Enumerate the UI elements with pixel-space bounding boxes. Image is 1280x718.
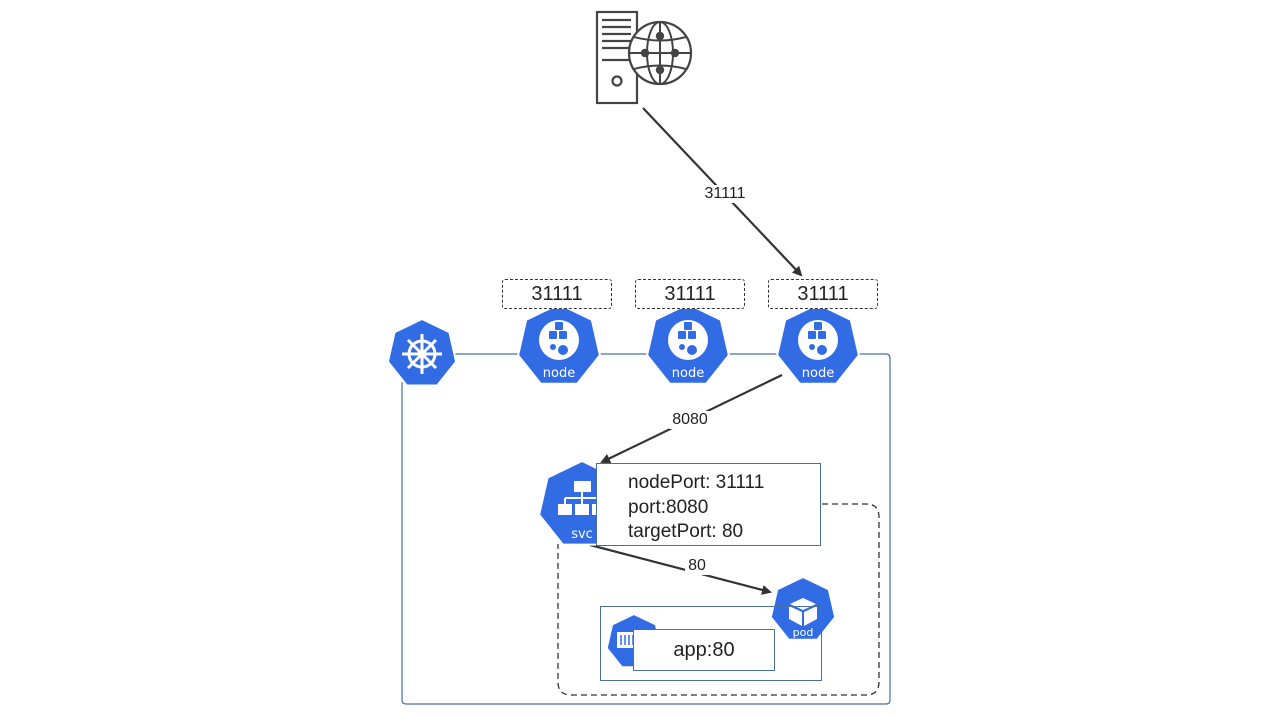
edge-label-client-port: 31111 (701, 185, 749, 203)
app-container-box: app:80 (633, 629, 775, 671)
node-icon-3: node (776, 302, 860, 385)
node-icon-2: node (646, 302, 730, 385)
service-label: svc (571, 527, 593, 542)
edge-label-node-to-svc: 8080 (669, 411, 711, 429)
node-label-1: node (543, 366, 575, 381)
service-spec-box: nodePort: 31111 port:8080 targetPort: 80 (596, 463, 821, 546)
node-port-box-2: 31111 (635, 279, 745, 309)
node-label-2: node (672, 366, 704, 381)
edge-label-svc-to-pod: 80 (685, 557, 709, 575)
namespace-boundary (557, 503, 880, 696)
node-port-box-3: 31111 (768, 279, 878, 309)
cluster-boundary (401, 353, 891, 705)
server-icon (595, 10, 639, 105)
pod-icon: pod (769, 575, 837, 641)
node-label-3: node (802, 366, 834, 381)
node-port-box-1: 31111 (502, 279, 612, 309)
edge-svc-to-pod (589, 543, 772, 595)
globe-network-icon (627, 20, 693, 86)
service-node-port: nodePort: 31111 (628, 472, 765, 493)
node-icon-1: node (517, 302, 601, 385)
kubernetes-helm-icon (386, 317, 458, 387)
service-port: port:8080 (628, 497, 709, 518)
service-target-port: targetPort: 80 (628, 521, 744, 542)
pod-frame (600, 606, 822, 681)
pod-label: pod (793, 626, 814, 639)
